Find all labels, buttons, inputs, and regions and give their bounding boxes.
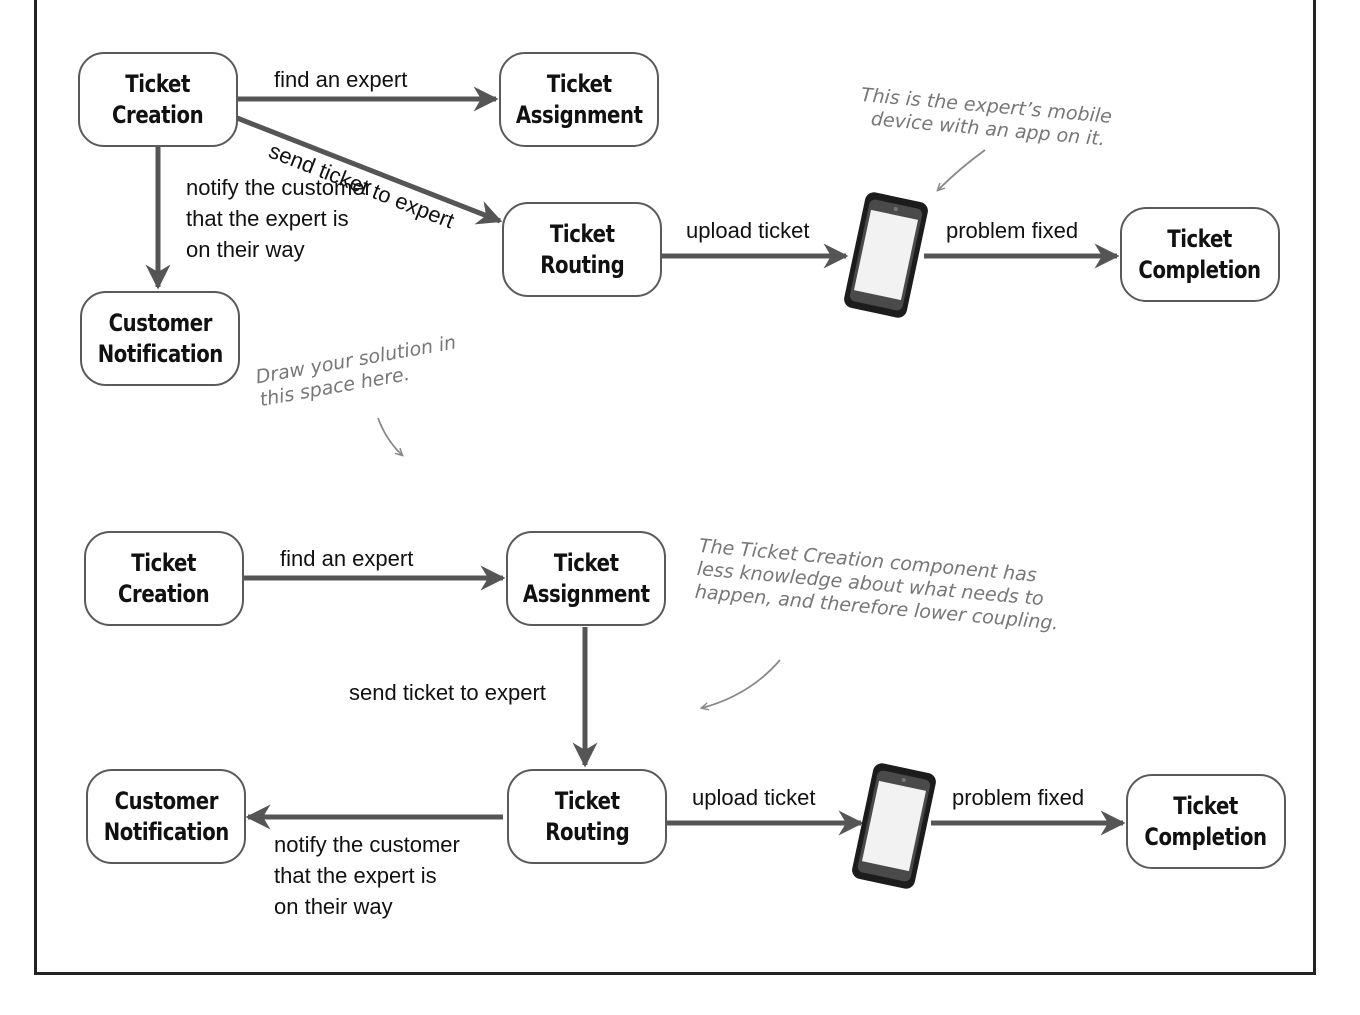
note-arrow-draw-solution (377, 417, 402, 455)
edge-label-send-ticket: send ticket to expert (349, 680, 546, 705)
edge-label-find-expert: find an expert (274, 67, 408, 92)
edge-label-problem-fixed: problem fixed (946, 218, 1079, 243)
edge-label-problem-fixed: problem fixed (952, 785, 1085, 810)
arrow-top-send-ticket (236, 115, 503, 225)
note-arrow-mobile-device (938, 149, 986, 190)
edge-label-notify-customer: notify the customer that the expert is o… (186, 175, 372, 262)
edge-label-find-expert: find an expert (280, 546, 414, 571)
mobile-phone-icon (852, 763, 936, 889)
edge-label-notify-customer: notify the customer that the expert is o… (274, 832, 460, 919)
edge-label-upload-ticket: upload ticket (692, 785, 816, 810)
diagram-frame (34, 0, 1316, 975)
mobile-phone-icon (844, 192, 928, 318)
note-arrow-coupling (702, 659, 781, 708)
edge-label-upload-ticket: upload ticket (686, 218, 810, 243)
